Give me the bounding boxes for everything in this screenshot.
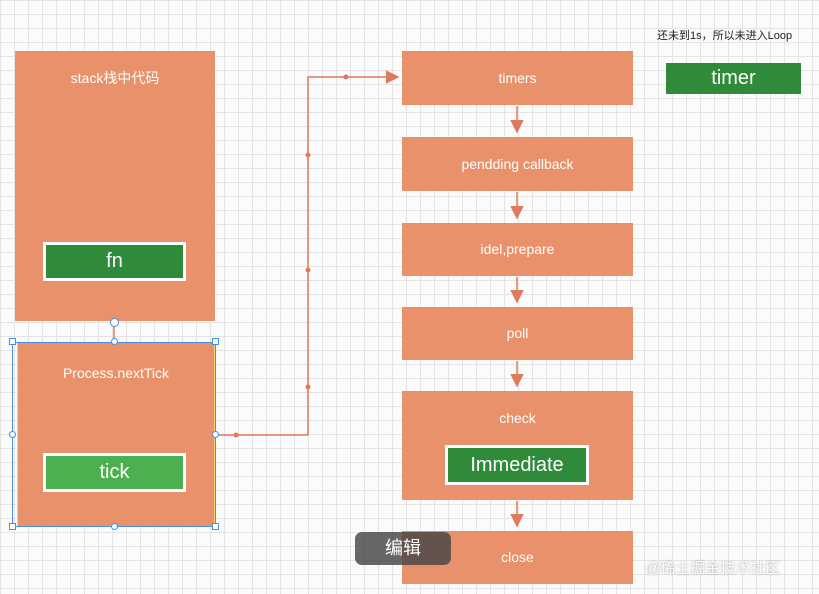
phase-idle-label: idel,prepare xyxy=(480,241,555,257)
tick-block[interactable]: tick xyxy=(43,453,186,492)
resize-handle-right[interactable] xyxy=(212,431,219,438)
fn-block[interactable]: fn xyxy=(43,242,186,281)
stack-box[interactable]: stack栈中代码 fn xyxy=(15,51,215,321)
resize-handle-tl[interactable] xyxy=(9,338,16,345)
resize-handle-bottom[interactable] xyxy=(111,523,118,530)
resize-handle-top[interactable] xyxy=(111,338,118,345)
immediate-block[interactable]: Immediate xyxy=(445,445,589,485)
process-nexttick-box[interactable]: Process.nextTick tick xyxy=(17,342,215,527)
phase-poll[interactable]: poll xyxy=(402,307,633,360)
phase-timers-label: timers xyxy=(498,70,537,86)
immediate-label: Immediate xyxy=(470,454,564,476)
timer-block[interactable]: timer xyxy=(666,63,801,94)
phase-close-label: close xyxy=(501,549,534,565)
edit-button[interactable]: 编辑 xyxy=(355,532,451,565)
resize-handle-left[interactable] xyxy=(9,431,16,438)
stack-title: stack栈中代码 xyxy=(70,70,160,86)
phase-pending-label: pendding callback xyxy=(461,156,574,172)
phase-check[interactable]: check Immediate xyxy=(402,391,633,500)
resize-handle-bl[interactable] xyxy=(9,523,16,530)
phase-poll-label: poll xyxy=(506,325,529,341)
resize-handle-tr[interactable] xyxy=(212,338,219,345)
phase-timers[interactable]: timers xyxy=(402,51,633,105)
tick-label: tick xyxy=(99,461,130,483)
phase-pending-callback[interactable]: pendding callback xyxy=(402,137,633,191)
process-title: Process.nextTick xyxy=(62,365,170,381)
selection-frame xyxy=(12,342,216,527)
phase-check-label: check xyxy=(499,410,536,426)
resize-handle-br[interactable] xyxy=(212,523,219,530)
fn-label: fn xyxy=(106,250,123,272)
rotate-handle[interactable] xyxy=(110,318,119,327)
phase-idle-prepare[interactable]: idel,prepare xyxy=(402,223,633,276)
edit-button-label: 编辑 xyxy=(385,538,421,558)
note-text: 还未到1s，所以未进入Loop xyxy=(657,30,793,42)
nexttick-to-timers-connector xyxy=(216,70,400,436)
watermark: @稀土掘金技术社区 xyxy=(645,560,781,577)
timer-label: timer xyxy=(711,67,756,89)
